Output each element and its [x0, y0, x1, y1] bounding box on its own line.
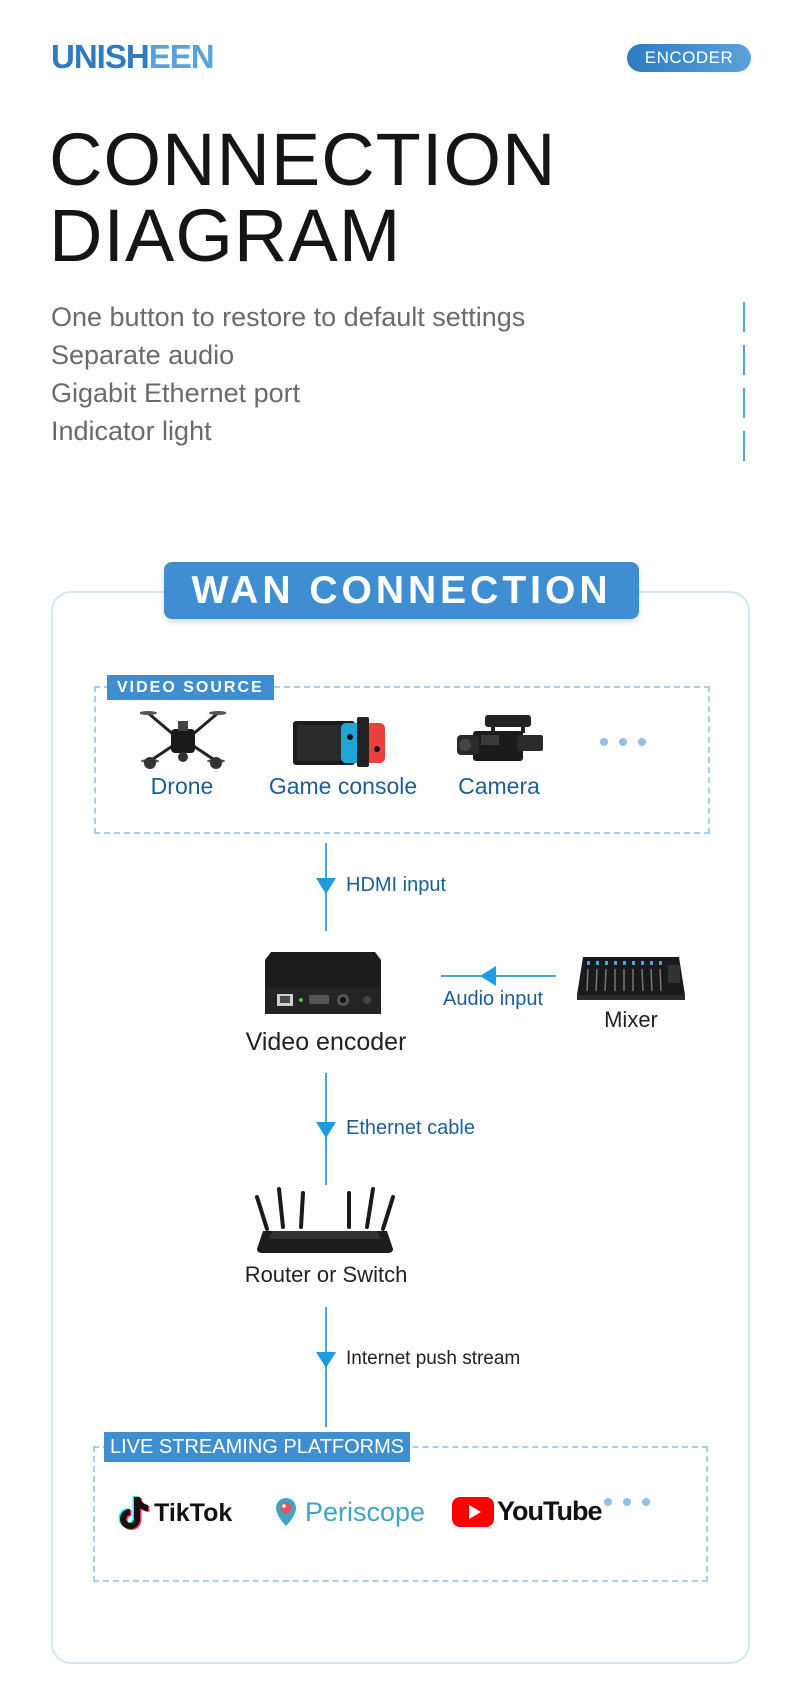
brand-logo-part2: EEN	[148, 38, 215, 75]
page-title-line2: DIAGRAM	[49, 194, 402, 277]
mixer-icon	[577, 957, 685, 1000]
page-title-line1: CONNECTION	[49, 118, 557, 201]
camera-icon	[457, 715, 543, 761]
video-encoder-label: Video encoder	[245, 1028, 407, 1056]
hdmi-input-label: HDMI input	[346, 874, 447, 896]
feature-divider	[743, 302, 745, 332]
feature-item: One button to restore to default setting…	[51, 302, 526, 332]
feature-divider	[743, 388, 745, 418]
feature-list: One button to restore to default setting…	[51, 298, 525, 450]
audio-input-label: Audio input	[443, 988, 544, 1010]
tiktok-icon	[118, 1496, 150, 1530]
live-platforms-tag: LIVE STREAMING PLATFORMS	[104, 1432, 411, 1462]
feature-item: Separate audio	[51, 340, 235, 370]
encoder-badge: ENCODER	[627, 44, 751, 72]
router-or-switch-label: Router or Switch	[244, 1262, 408, 1287]
video-source-box	[94, 686, 710, 834]
brand-logo: UNISHEEN	[51, 38, 215, 76]
youtube-icon	[452, 1496, 494, 1527]
source-label-game-console: Game console	[268, 773, 418, 799]
tiktok-label: TikTok	[154, 1498, 233, 1527]
youtube-label: YouTube	[497, 1496, 602, 1526]
mixer-label: Mixer	[604, 1007, 658, 1032]
source-label-camera: Camera	[458, 773, 540, 799]
ethernet-arrow	[316, 1122, 336, 1138]
internet-push-stream-label: Internet push stream	[346, 1348, 521, 1369]
feature-item: Indicator light	[51, 416, 212, 446]
periscope-icon	[276, 1498, 296, 1526]
source-label-drone: Drone	[150, 773, 214, 799]
feature-divider	[743, 345, 745, 375]
ethernet-cable-label: Ethernet cable	[346, 1117, 475, 1139]
feature-divider	[743, 431, 745, 461]
audio-connector-line	[441, 975, 556, 977]
more-platforms-dots	[604, 1498, 650, 1506]
wan-connection-heading: WAN CONNECTION	[164, 562, 639, 619]
game-console-icon	[293, 717, 385, 767]
platform-periscope: Periscope	[274, 1496, 425, 1528]
audio-arrow	[480, 966, 496, 986]
push-stream-arrow	[316, 1352, 336, 1368]
platform-youtube: YouTube	[452, 1496, 602, 1527]
diagram-card	[51, 591, 750, 1664]
drone-icon	[140, 711, 226, 769]
more-sources-dots	[600, 738, 646, 746]
periscope-label: Periscope	[305, 1496, 426, 1527]
hdmi-arrow	[316, 878, 336, 894]
page-title: CONNECTION DIAGRAM	[49, 122, 556, 274]
video-source-tag: VIDEO SOURCE	[107, 675, 274, 700]
brand-logo-part1: UNISH	[51, 38, 150, 75]
platform-tiktok: TikTok	[118, 1495, 232, 1531]
router-icon	[255, 1187, 395, 1253]
feature-item: Gigabit Ethernet port	[51, 378, 301, 408]
video-encoder-icon	[265, 952, 381, 1014]
